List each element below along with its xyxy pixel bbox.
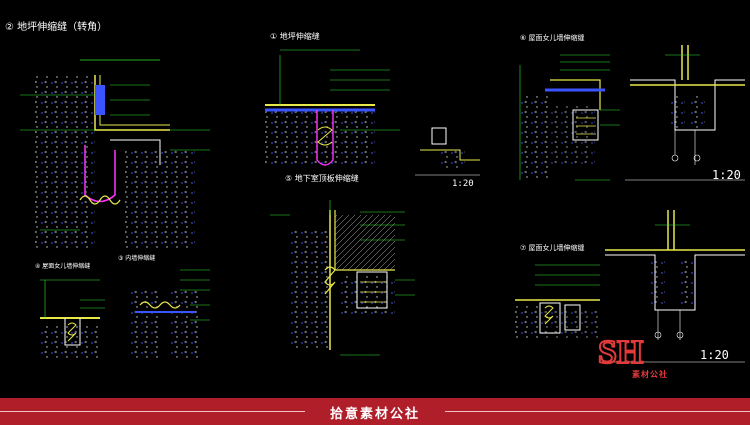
detail-4-drawing (40, 279, 105, 360)
detail-6-title: ⑥ 屋面女儿墙伸缩缝 (520, 34, 585, 42)
detail-7-drawing (515, 264, 600, 340)
detail-1-title: ① 地坪伸缩缝 (270, 32, 320, 41)
detail-4-title: ④ 屋面女儿墙伸缩缝 (35, 263, 91, 270)
construction-details-svg (20, 45, 745, 363)
scale-small: 1:20 (452, 179, 474, 189)
detail-6-drawing (519, 54, 620, 181)
scale-right-bottom: 1:20 (700, 348, 729, 362)
right-bottom-section (600, 210, 745, 363)
logo-subtitle: 素材公社 (632, 370, 668, 379)
cad-drawing-sheet: ② 地坪伸缩缝（转角） ① 地坪伸缩缝 ⑤ 地下室顶板伸缩缝 ⑥ 屋面女儿墙伸缩… (5, 22, 745, 379)
detail-1-drawing (265, 49, 480, 176)
banner-text: 拾意素材公社 (329, 407, 420, 422)
svg-text:SH: SH (598, 334, 643, 369)
detail-2-title: ② 地坪伸缩缝（转角） (5, 22, 108, 33)
detail-3-drawing (130, 269, 210, 360)
footer-banner: 拾意素材公社 (0, 398, 750, 425)
detail-3-title: ③ 内墙伸缩缝 (118, 255, 156, 262)
sh-logo: SH 素材公社 (596, 333, 686, 379)
right-top-section (625, 45, 745, 181)
scale-right-top: 1:20 (712, 168, 741, 182)
banner-divider-right (445, 411, 750, 412)
detail-5-title: ⑤ 地下室顶板伸缩缝 (285, 174, 359, 183)
detail-5-drawing (270, 200, 415, 356)
detail-2-drawing (20, 59, 210, 250)
banner-divider-left (0, 411, 305, 412)
sh-letters-icon: SH (597, 333, 644, 372)
detail-7-title: ⑦ 屋面女儿墙伸缩缝 (520, 244, 585, 252)
